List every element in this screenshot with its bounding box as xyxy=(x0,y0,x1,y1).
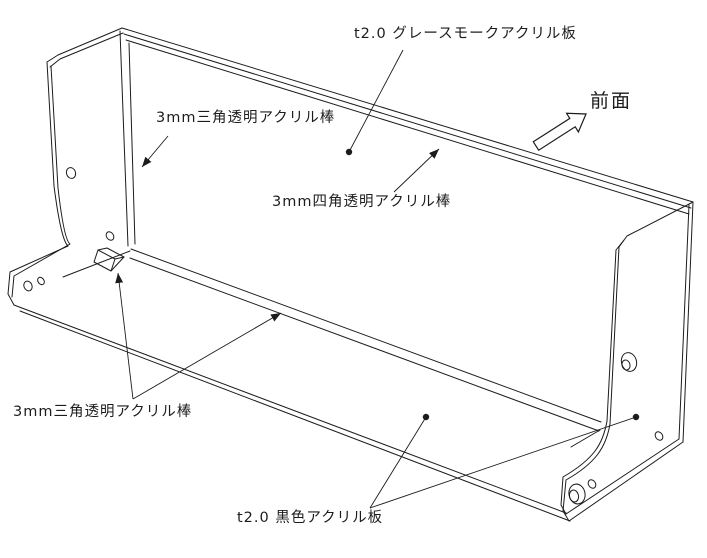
front-direction-arrow xyxy=(532,112,587,152)
leader-lines xyxy=(115,49,640,509)
right-end-plate xyxy=(560,201,694,522)
label-smoke-acrylic-panel: t2.0 グレースモークアクリル板 xyxy=(354,26,577,42)
back-panel-top-edges xyxy=(121,27,694,215)
vertical-corner-rod xyxy=(119,30,136,247)
label-black-acrylic-panel: t2.0 黒色アクリル板 xyxy=(237,510,384,526)
label-triangle-rod-lower: 3mm三角透明アクリル棒 xyxy=(13,404,193,420)
corner-rod-piece xyxy=(93,247,125,272)
left-end-plate xyxy=(7,27,124,306)
label-triangle-rod-upper: 3mm三角透明アクリル棒 xyxy=(156,110,336,126)
bottom-corner-rod xyxy=(62,248,602,448)
bottom-plate-front-edges xyxy=(13,304,571,522)
label-square-rod: 3mm四角透明アクリル棒 xyxy=(272,194,452,210)
label-front-direction: 前面 xyxy=(590,90,633,112)
mounting-holes xyxy=(23,167,664,505)
